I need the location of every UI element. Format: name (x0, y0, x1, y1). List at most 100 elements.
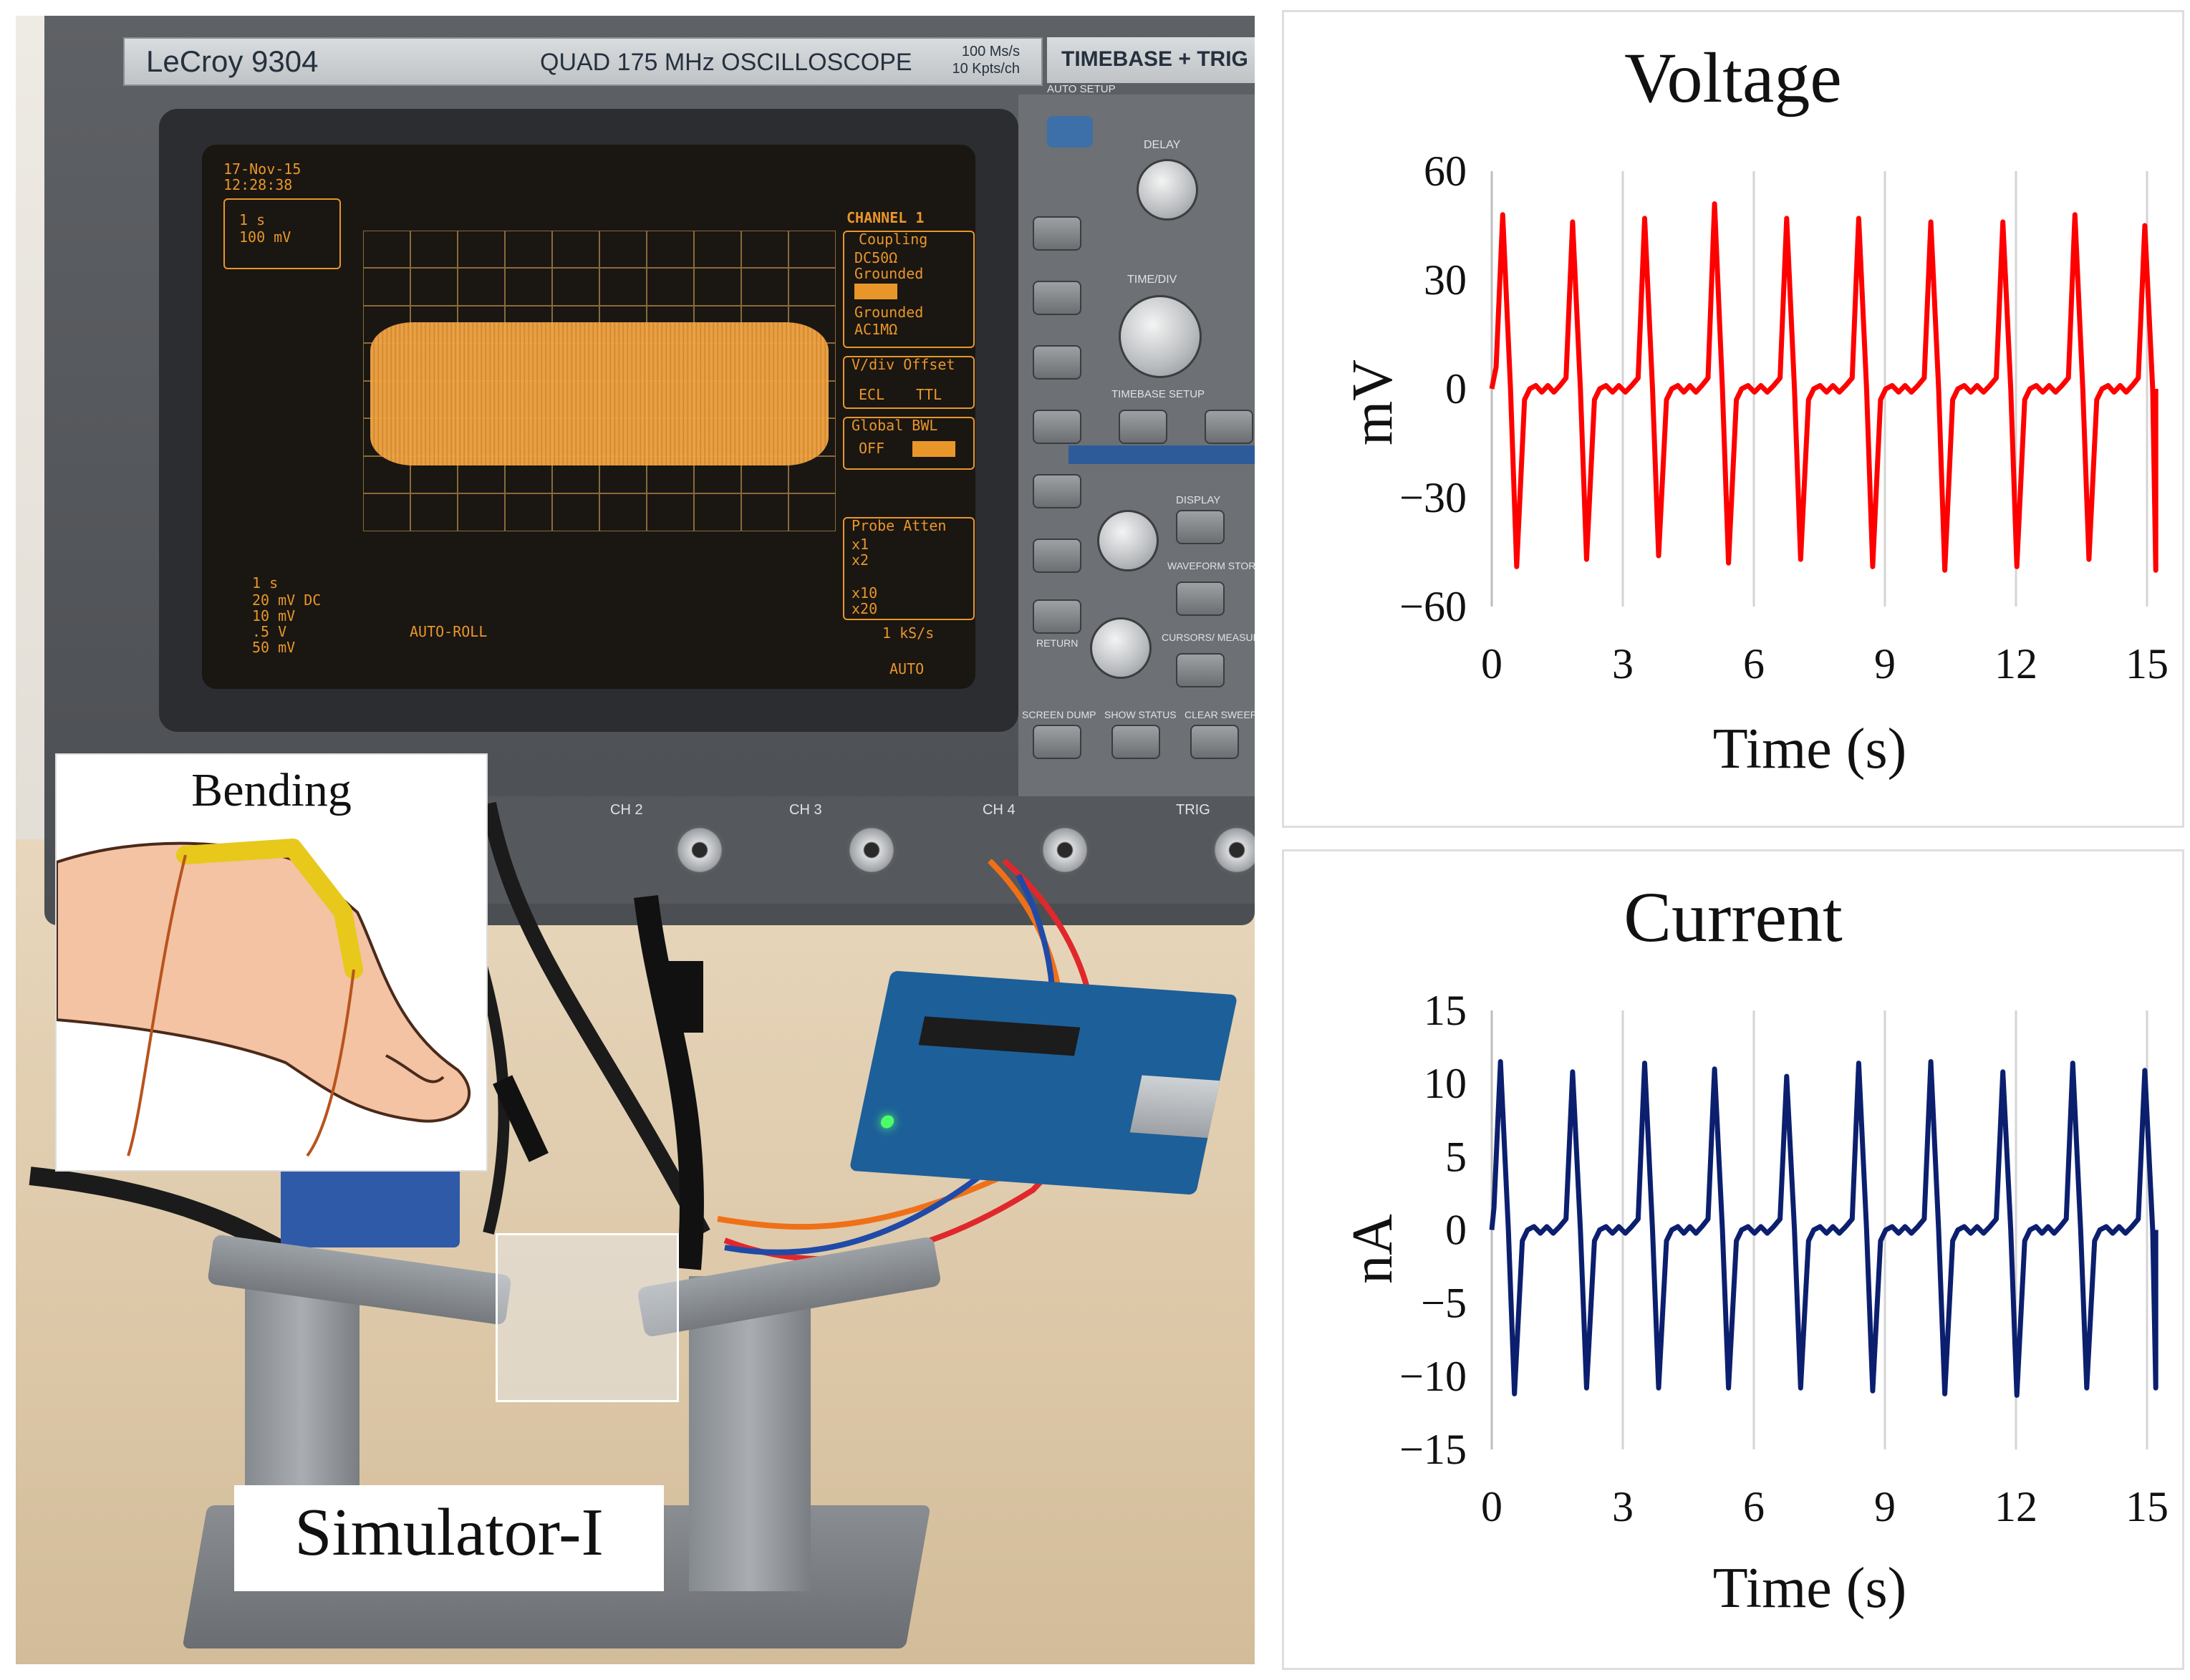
menu-button-4[interactable] (1033, 410, 1081, 444)
timebase-setup-label: TIMEBASE SETUP (1111, 388, 1205, 400)
waveform-store-label: WAVEFORM STORE (1167, 560, 1255, 571)
coupling-option-4: AC1MΩ (854, 321, 898, 338)
menu-button-1[interactable] (1033, 216, 1081, 251)
oscilloscope-model: QUAD 175 MHz OSCILLOSCOPE (540, 49, 912, 76)
coupling-option-1: DC50Ω (854, 249, 898, 266)
oscilloscope-header-plate: LeCroy 9304 QUAD 175 MHz OSCILLOSCOPE 10… (123, 37, 1043, 86)
screen-bottom-ch1: 20 mV DC (252, 592, 322, 609)
global-selected-highlight (912, 441, 955, 457)
screen-auto-roll: AUTO-ROLL (410, 623, 488, 640)
finger-illustration (57, 839, 471, 1157)
arduino-chip (918, 1016, 1081, 1056)
delay-knob[interactable] (1137, 159, 1198, 221)
voltage-y-tick-label-1: 30 (1424, 256, 1467, 304)
current-y-tick-label-0: 15 (1424, 987, 1467, 1034)
simulator-label-box: Simulator-I (234, 1485, 664, 1591)
channel-title: CHANNEL 1 (846, 209, 925, 226)
bnc-label-ch4: CH 4 (983, 802, 1016, 818)
current-y-tick-label-3: 0 (1445, 1207, 1467, 1254)
screen-bottom-ch3: .5 V (252, 623, 287, 640)
rate-line-1: 100 Ms/s (961, 44, 1020, 59)
screen-date: 17-Nov-15 (223, 160, 302, 178)
clear-sweeps-label: CLEAR SWEEPS (1185, 709, 1255, 720)
bnc-label-trig: TRIG (1176, 802, 1210, 818)
current-x-tick-label-5: 15 (2126, 1483, 2169, 1530)
screen-dump-label: SCREEN DUMP (1022, 709, 1096, 720)
oscilloscope-screen: 17-Nov-15 12:28:38 1 s 100 mV CHANNEL 1 (202, 145, 975, 689)
menu-button-7[interactable] (1033, 599, 1081, 634)
voltage-x-tick-label-0: 0 (1481, 640, 1502, 687)
probe-x1: x1 (852, 536, 869, 553)
bending-inset: Bending (55, 753, 488, 1172)
time-div-knob[interactable] (1119, 295, 1202, 378)
current-series-line (1489, 1059, 2158, 1398)
auto-setup-button[interactable] (1047, 116, 1093, 148)
arduino-board (849, 970, 1238, 1195)
trigger-setup-button[interactable] (1205, 410, 1253, 444)
current-y-tick-label-2: 5 (1445, 1133, 1467, 1180)
simulator-right-post (689, 1276, 811, 1591)
voltage-x-tick-label-1: 3 (1612, 640, 1634, 687)
current-chart-title: Current (1624, 877, 1843, 957)
bnc-connector-row: CH 2 CH 3 CH 4 TRIG (417, 796, 1255, 904)
voltage-x-tick-label-5: 15 (2126, 640, 2169, 687)
servo-motor (281, 1162, 460, 1247)
cursors-measure-button[interactable] (1176, 653, 1225, 687)
global-menu: Global BWL OFF (843, 417, 975, 470)
clear-sweeps-button[interactable] (1190, 725, 1239, 759)
bnc-ch4[interactable] (1040, 825, 1090, 875)
voltage-chart-title: Voltage (1624, 38, 1842, 117)
current-x-tick-label-2: 6 (1743, 1483, 1765, 1530)
voltage-y-tick-label-2: 0 (1445, 365, 1467, 412)
current-chart-series (1489, 1059, 2158, 1398)
timebase-setup-button[interactable] (1119, 410, 1167, 444)
bending-label: Bending (191, 764, 352, 816)
menu-button-6[interactable] (1033, 539, 1081, 573)
menu-knob-2[interactable] (1090, 617, 1152, 679)
menu-button-5[interactable] (1033, 474, 1081, 508)
voltage-series-line (1489, 201, 2158, 573)
probe-x10: x10 (852, 584, 878, 602)
screen-bottom-timebase: 1 s (252, 574, 279, 592)
voltage-x-tick-label-4: 12 (1994, 640, 2037, 687)
timebase-plate: TIMEBASE + TRIG (1047, 37, 1255, 83)
voltage-chart-ylabel: mV (1341, 359, 1404, 445)
current-x-tick-label-4: 12 (1994, 1483, 2037, 1530)
offset-menu: V/div Offset ECL TTL (843, 356, 975, 409)
channel-scale-time: 1 s (239, 211, 266, 228)
bnc-trig[interactable] (1212, 825, 1255, 875)
return-label: RETURN (1036, 637, 1079, 649)
current-x-tick-label-0: 0 (1481, 1483, 1502, 1530)
coupling-option-2: Grounded (854, 265, 924, 282)
bnc-ch3[interactable] (846, 825, 897, 875)
coupling-menu: Coupling DC50Ω Grounded Grounded AC1MΩ (843, 231, 975, 348)
coupling-selected-highlight (854, 284, 897, 299)
offset-ttl: TTL (916, 386, 942, 403)
bnc-ch2[interactable] (675, 825, 725, 875)
show-status-label: SHOW STATUS (1104, 709, 1177, 720)
waveform-store-button[interactable] (1176, 581, 1225, 616)
screen-sample-rate: 1 kS/s (882, 624, 935, 642)
display-button[interactable] (1176, 510, 1225, 544)
menu-button-3[interactable] (1033, 345, 1081, 380)
menu-knob-1[interactable] (1097, 510, 1159, 571)
display-label: DISPLAY (1176, 494, 1221, 506)
auto-setup-label: AUTO SETUP (1047, 83, 1116, 95)
current-y-tick-label-4: −5 (1421, 1280, 1467, 1327)
simulator-label: Simulator-I (294, 1495, 604, 1570)
menu-button-2[interactable] (1033, 281, 1081, 315)
oscilloscope-rate: 100 Ms/s 10 Kpts/ch (905, 43, 1020, 77)
current-y-tick-label-1: 10 (1424, 1060, 1467, 1107)
voltage-y-tick-label-3: −30 (1399, 474, 1467, 521)
panel-blue-strip (1069, 445, 1255, 464)
screen-dump-button[interactable] (1033, 725, 1081, 759)
bnc-label-ch3: CH 3 (789, 802, 822, 818)
rate-line-2: 10 Kpts/ch (952, 61, 1020, 77)
delay-label: DELAY (1144, 139, 1181, 151)
show-status-button[interactable] (1111, 725, 1160, 759)
